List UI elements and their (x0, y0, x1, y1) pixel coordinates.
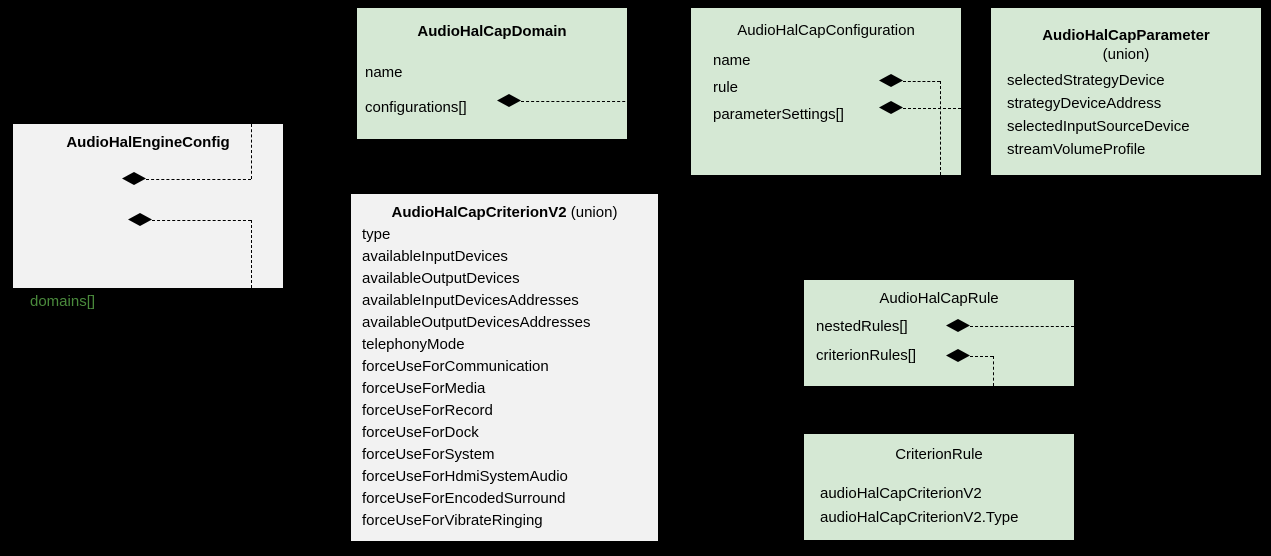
class-title-audiohalcapdomain: AudioHalCapDomain (417, 23, 567, 40)
field-configurations[interactable]: configurations[] (365, 99, 467, 116)
class-title-audiohalcapcriterionv2: AudioHalCapCriterionV2 (union) (351, 204, 658, 221)
class-title-text: AudioHalCapCriterionV2 (391, 204, 567, 221)
class-subtitle-audiohalcapparameter: (union) (1102, 46, 1150, 63)
connector-criterionrules-vertical (993, 356, 994, 386)
field-criterionrules[interactable]: criterionRules[] (816, 347, 917, 364)
field-forceuseforencodedsurround[interactable]: forceUseForEncodedSurround (362, 490, 566, 507)
field-strategydeviceaddress[interactable]: strategyDeviceAddress (1007, 95, 1162, 112)
field-rule[interactable]: rule (713, 79, 739, 96)
class-title-audiohalengineconfig: AudioHalEngineConfig (66, 134, 230, 151)
connector-nestedrules-horizontal (970, 326, 1074, 327)
connector-criteriav2-vertical (251, 220, 252, 288)
field-forceuseforcommunication[interactable]: forceUseForCommunication (362, 358, 549, 375)
connector-parametersettings-horizontal (903, 108, 991, 109)
class-box-audiohalcapconfiguration[interactable]: AudioHalCapConfiguration name rule param… (691, 8, 961, 175)
class-box-audiohalcapcriterionv2[interactable]: AudioHalCapCriterionV2 (union) type avai… (351, 194, 658, 541)
class-title-audiohalcapconfiguration: AudioHalCapConfiguration (737, 22, 915, 39)
field-nestedrules[interactable]: nestedRules[] (816, 318, 908, 335)
field-audiohalcapcriterionv2-type[interactable]: audioHalCapCriterionV2.Type (820, 509, 1019, 526)
class-box-audiohalcaprule[interactable]: AudioHalCapRule nestedRules[] criterionR… (804, 280, 1074, 386)
class-subtitle-text: (union) (570, 204, 618, 221)
aggregation-diamond-criteriav2 (128, 213, 152, 226)
field-forceusefordock[interactable]: forceUseForDock (362, 424, 479, 441)
connector-rule-vertical (940, 81, 941, 175)
connector-domains-horizontal (146, 179, 251, 180)
field-forceuseformedia[interactable]: forceUseForMedia (362, 380, 486, 397)
aggregation-diamond-configurations (497, 94, 521, 107)
field-streamvolumeprofile[interactable]: streamVolumeProfile (1007, 141, 1146, 158)
field-type[interactable]: type (362, 226, 391, 243)
aggregation-diamond-criterionrules (946, 349, 970, 362)
aggregation-diamond-rule (879, 74, 903, 87)
field-domains[interactable]: domains[] (30, 293, 96, 310)
class-box-audiohalcapdomain[interactable]: AudioHalCapDomain name configurations[] (357, 8, 627, 139)
field-forceuseforvibrateringing[interactable]: forceUseForVibrateRinging (362, 512, 543, 529)
field-name-domain[interactable]: name (365, 64, 403, 81)
field-audiohalcapcriterionv2[interactable]: audioHalCapCriterionV2 (820, 485, 982, 502)
field-availableinputdevicesaddresses[interactable]: availableInputDevicesAddresses (362, 292, 579, 309)
aggregation-diamond-domains (122, 172, 146, 185)
field-selectedstrategydevice[interactable]: selectedStrategyDevice (1007, 72, 1165, 89)
connector-criteriav2-horizontal (152, 220, 251, 221)
class-title-audiohalcaprule: AudioHalCapRule (879, 290, 999, 307)
class-box-audiohalengineconfig[interactable]: AudioHalEngineConfig domains[] criteriaV… (13, 124, 283, 351)
aggregation-diamond-parametersettings (879, 101, 903, 114)
field-availableoutputdevices[interactable]: availableOutputDevices (362, 270, 520, 287)
field-forceuseforrecord[interactable]: forceUseForRecord (362, 402, 493, 419)
field-forceuseforhdmisystemaudio[interactable]: forceUseForHdmiSystemAudio (362, 468, 568, 485)
connector-configurations-horizontal (521, 101, 691, 102)
class-box-audiohalcapparameter[interactable]: AudioHalCapParameter (union) selectedStr… (991, 8, 1261, 175)
field-availableoutputdevicesaddresses[interactable]: availableOutputDevicesAddresses (362, 314, 591, 331)
class-box-criterionrule[interactable]: CriterionRule audioHalCapCriterionV2 aud… (804, 434, 1074, 540)
connector-rule-horizontal (903, 81, 940, 82)
field-forceuseforsystem[interactable]: forceUseForSystem (362, 446, 495, 463)
aggregation-diamond-nestedrules (946, 319, 970, 332)
field-name-configuration[interactable]: name (713, 52, 751, 69)
field-telephonymode[interactable]: telephonyMode (362, 336, 465, 353)
field-parametersettings[interactable]: parameterSettings[] (713, 106, 844, 123)
field-availableinputdevices[interactable]: availableInputDevices (362, 248, 508, 265)
connector-domains-vertical (251, 124, 252, 179)
field-criteriav2[interactable]: criteriaV2[] (30, 335, 102, 352)
field-selectedinputsourcedevice[interactable]: selectedInputSourceDevice (1007, 118, 1190, 135)
connector-criterionrules-horizontal (970, 356, 993, 357)
class-title-criterionrule: CriterionRule (895, 446, 983, 463)
class-title-audiohalcapparameter: AudioHalCapParameter (1042, 27, 1210, 44)
